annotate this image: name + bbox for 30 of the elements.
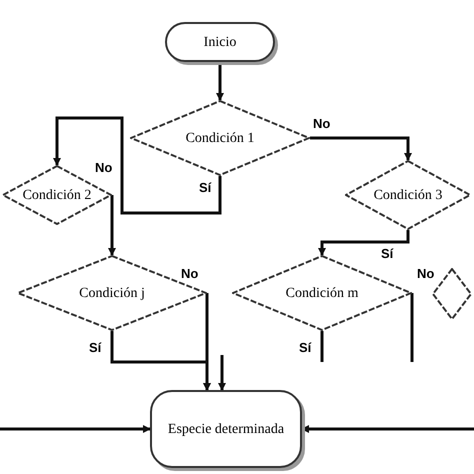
node-label: Condición j [78,284,146,302]
decision-diamond [432,268,472,320]
node-label: Inicio [202,34,238,52]
connector-arrow [110,331,211,391]
node-label: Condición m [284,284,360,302]
connector-arrow [216,62,224,101]
node-label: Condición 2 [22,186,92,204]
node-label: Condición 3 [372,186,444,204]
connector-arrow [218,355,226,391]
edge-label: No [180,266,200,281]
edge-label: Sí [88,340,102,355]
edge-label: Sí [298,340,312,355]
edge-label: No [416,266,436,281]
connector-arrow [0,425,151,433]
node-label: Especie determinada [166,420,286,438]
edge-label: Sí [380,246,394,261]
terminal-box [165,22,275,62]
connector-arrow [53,116,222,214]
edge-label: Sí [198,180,212,195]
connector-arrow [108,195,116,256]
connector-arrow [310,136,412,161]
decision-diamond [17,255,207,331]
decision-diamond [130,100,310,176]
decision-diamond [345,160,471,230]
edge-label: No [94,160,114,175]
terminal-box [150,390,302,468]
edge-label: No [312,116,332,131]
node-label: Condición 1 [184,130,256,148]
connector-arrow [318,230,410,256]
decision-diamond [2,165,112,225]
